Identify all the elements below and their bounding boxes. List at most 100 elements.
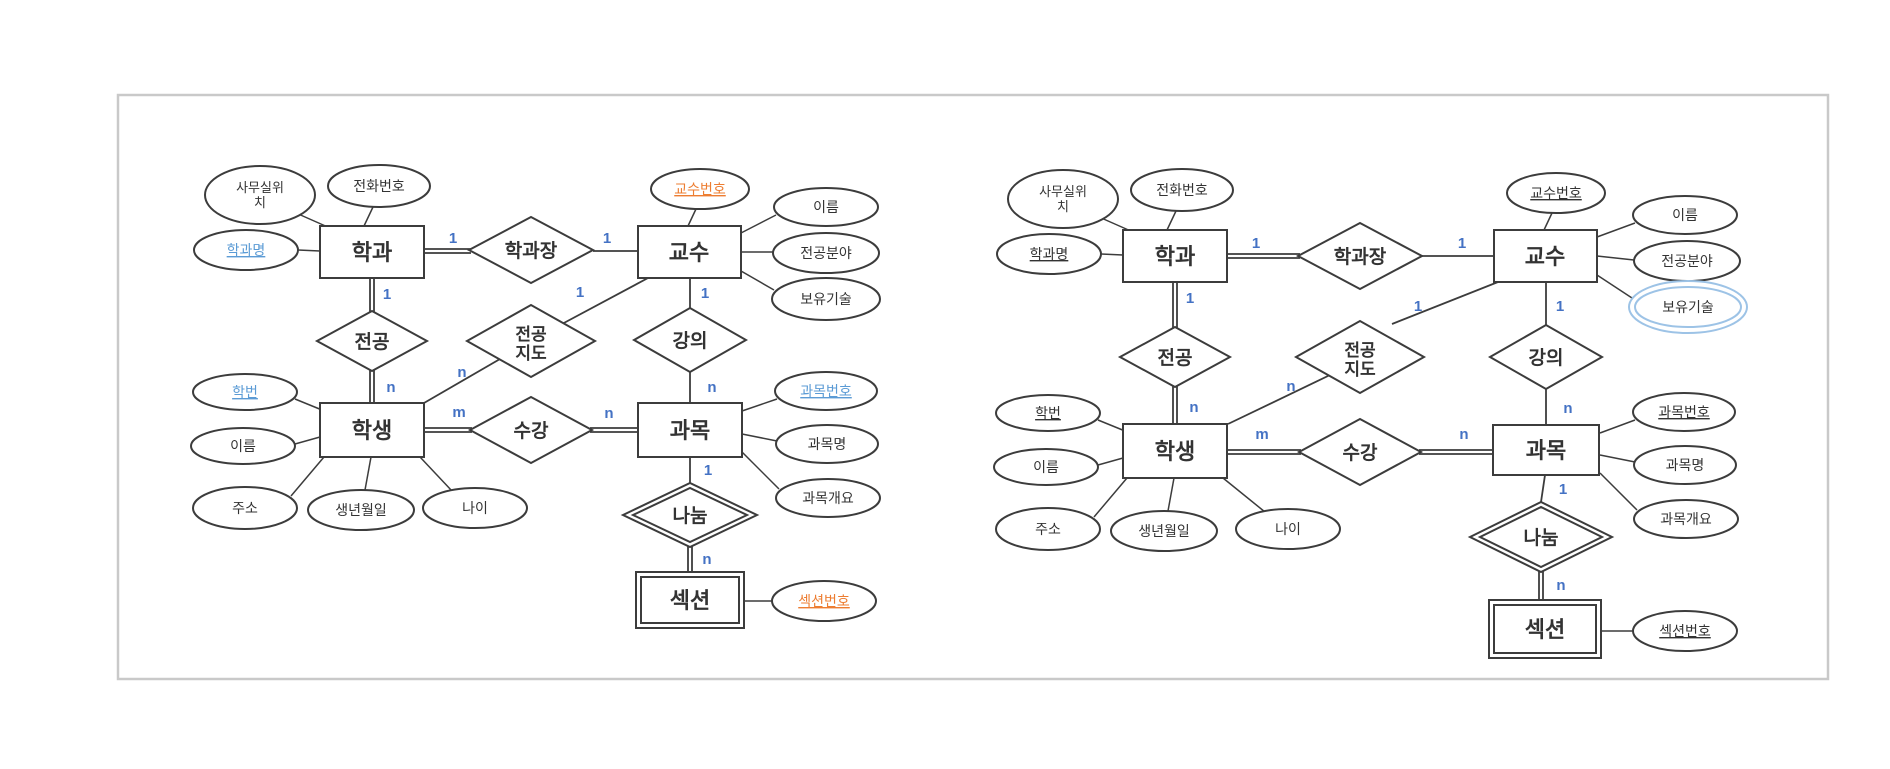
- left-conn-skills: [740, 270, 775, 291]
- card-advising-prof: 1: [1414, 298, 1422, 315]
- card-enroll-right: n: [1459, 426, 1468, 443]
- left-conn-prof-name: [740, 214, 777, 234]
- student-name-ellipse: [190, 427, 296, 465]
- right-entity-course: 과목: [1492, 424, 1600, 476]
- left-attr-course-no-key: 과목번호: [774, 371, 878, 411]
- left-conn-dept-name: [297, 249, 321, 252]
- right-rel-major: 전공: [1117, 325, 1233, 389]
- left-conn-course-no: [741, 398, 778, 412]
- office-location-label-line1: 사무실위: [236, 180, 284, 195]
- advising-diamond: [1293, 319, 1427, 395]
- right-conn-age: [1222, 477, 1266, 513]
- left-attr-prof-name: 이름: [773, 187, 879, 227]
- dept-head-diamond: [466, 215, 596, 285]
- card-major-top: 1: [383, 286, 391, 303]
- card-division-top: 1: [704, 462, 712, 479]
- lecture-diamond: [631, 306, 749, 374]
- major-label: 전공: [355, 331, 390, 353]
- right-entity-section-weak: 섹션: [1488, 599, 1602, 659]
- left-entity-section-weak: 섹션: [635, 571, 745, 629]
- professor-no-label: 교수번호: [1530, 185, 1582, 201]
- card-major-bottom: n: [1189, 399, 1198, 416]
- prof-name-label: 이름: [813, 199, 839, 215]
- right-attr-birth-date: 생년월일: [1110, 510, 1218, 552]
- skills-ellipse: [771, 277, 881, 321]
- left-conn-professor-no: [687, 208, 697, 227]
- professor-no-ellipse: [1506, 172, 1606, 214]
- card-lecture-top: 1: [701, 285, 709, 302]
- left-conn-phone: [363, 206, 374, 227]
- student-no-label: 학번: [232, 384, 258, 400]
- left-conn-age: [419, 456, 453, 492]
- left-entity-professor: 교수: [637, 225, 742, 279]
- course-no-label: 과목번호: [800, 383, 852, 399]
- left-rel-lecture: 강의: [631, 306, 749, 374]
- division-label: 나눔: [673, 505, 708, 527]
- card-depthead-left: 1: [449, 230, 457, 247]
- division-label: 나눔: [1524, 527, 1559, 549]
- age-ellipse: [1235, 508, 1341, 550]
- dept-name-label: 학과명: [1030, 246, 1069, 262]
- prof-name-ellipse: [773, 187, 879, 227]
- department-rect: [1122, 229, 1228, 283]
- left-cardinalities: 1 1 1 n 1 n 1 n m n 1 n: [383, 230, 717, 568]
- enrollment-diamond: [1296, 417, 1424, 487]
- professor-rect: [1493, 229, 1598, 283]
- left-attr-dept-name-key: 학과명: [193, 229, 299, 271]
- address-ellipse: [995, 507, 1101, 551]
- office-location-label-line1: 사무실위: [1039, 184, 1087, 199]
- professor-rect: [637, 225, 742, 279]
- course-name-label: 과목명: [1666, 457, 1705, 473]
- course-no-ellipse: [774, 371, 878, 411]
- student-label: 학생: [352, 418, 392, 443]
- age-label: 나이: [462, 500, 488, 516]
- right-rel-enrollment: 수강: [1296, 417, 1424, 487]
- right-entity-professor: 교수: [1493, 229, 1598, 283]
- left-conn-course-overview: [741, 451, 780, 490]
- right-rel-division-weak: 나눔: [1467, 500, 1615, 574]
- left-conn-address: [290, 456, 325, 497]
- enrollment-label: 수강: [514, 420, 549, 442]
- student-name-label: 이름: [1033, 459, 1059, 475]
- right-conn-dept-name: [1100, 253, 1124, 256]
- lecture-label: 강의: [1529, 347, 1564, 369]
- dept-head-label: 학과장: [505, 240, 558, 262]
- left-entity-course: 과목: [637, 402, 743, 458]
- card-enroll-left: m: [452, 404, 465, 421]
- section-no-label: 섹션번호: [1659, 623, 1711, 639]
- right-conn-student-name: [1097, 457, 1124, 466]
- enrollment-diamond: [467, 395, 595, 465]
- age-label: 나이: [1275, 521, 1301, 537]
- left-rel-major: 전공: [314, 309, 430, 373]
- left-rel-division-weak: 나눔: [620, 481, 760, 549]
- student-no-label: 학번: [1035, 405, 1061, 421]
- skills-label: 보유기술: [1662, 299, 1714, 315]
- left-entity-department: 학과: [319, 225, 425, 279]
- professor-no-ellipse: [650, 168, 750, 210]
- card-lecture-top: 1: [1556, 298, 1564, 315]
- left-edge-advising-student: [423, 358, 501, 404]
- phone-label: 전화번호: [1156, 182, 1208, 198]
- division-diamond-inner: [630, 486, 750, 544]
- major-field-label: 전공분야: [800, 245, 852, 261]
- address-label: 주소: [1035, 521, 1061, 537]
- card-lecture-bottom: n: [707, 379, 716, 396]
- left-attr-section-no-key: 섹션번호: [771, 580, 877, 622]
- right-conn-phone: [1166, 210, 1177, 231]
- left-entity-student: 학생: [319, 402, 425, 458]
- section-no-label: 섹션번호: [798, 593, 850, 609]
- card-major-top: 1: [1186, 290, 1194, 307]
- left-attr-birth-date: 생년월일: [307, 489, 415, 531]
- phone-ellipse: [1130, 168, 1234, 212]
- left-attr-office-location: 사무실위 치: [204, 165, 316, 225]
- dept-head-diamond: [1295, 221, 1425, 291]
- student-rect: [1122, 423, 1228, 479]
- right-attr-professor-no-key: 교수번호: [1506, 172, 1606, 214]
- student-label: 학생: [1155, 439, 1195, 464]
- prof-name-ellipse: [1632, 195, 1738, 235]
- card-division-bottom: n: [1556, 577, 1565, 594]
- right-conn-course-name: [1599, 454, 1636, 463]
- section-no-ellipse: [771, 580, 877, 622]
- right-attr-skills-multivalued: 보유기술: [1628, 280, 1748, 334]
- right-attr-section-no-key: 섹션번호: [1632, 610, 1738, 652]
